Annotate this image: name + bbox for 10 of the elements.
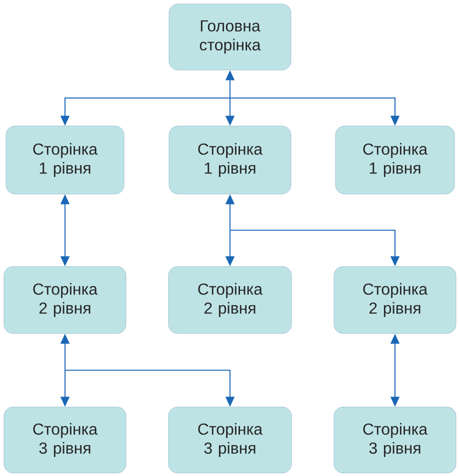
page-box: Головна сторінка	[168, 4, 292, 70]
page-box: Сторінка 1 рівня	[335, 126, 455, 194]
page-box: Сторінка 3 рівня	[334, 406, 456, 474]
page-box: Сторінка 3 рівня	[168, 406, 292, 474]
page-box: Сторінка 2 рівня	[168, 266, 292, 334]
page-box: Сторінка 1 рівня	[6, 126, 124, 194]
page-box: Сторінка 2 рівня	[4, 266, 126, 334]
page-box: Сторінка 1 рівня	[168, 126, 292, 194]
page-box: Сторінка 3 рівня	[4, 406, 126, 474]
page-box: Сторінка 2 рівня	[334, 266, 456, 334]
